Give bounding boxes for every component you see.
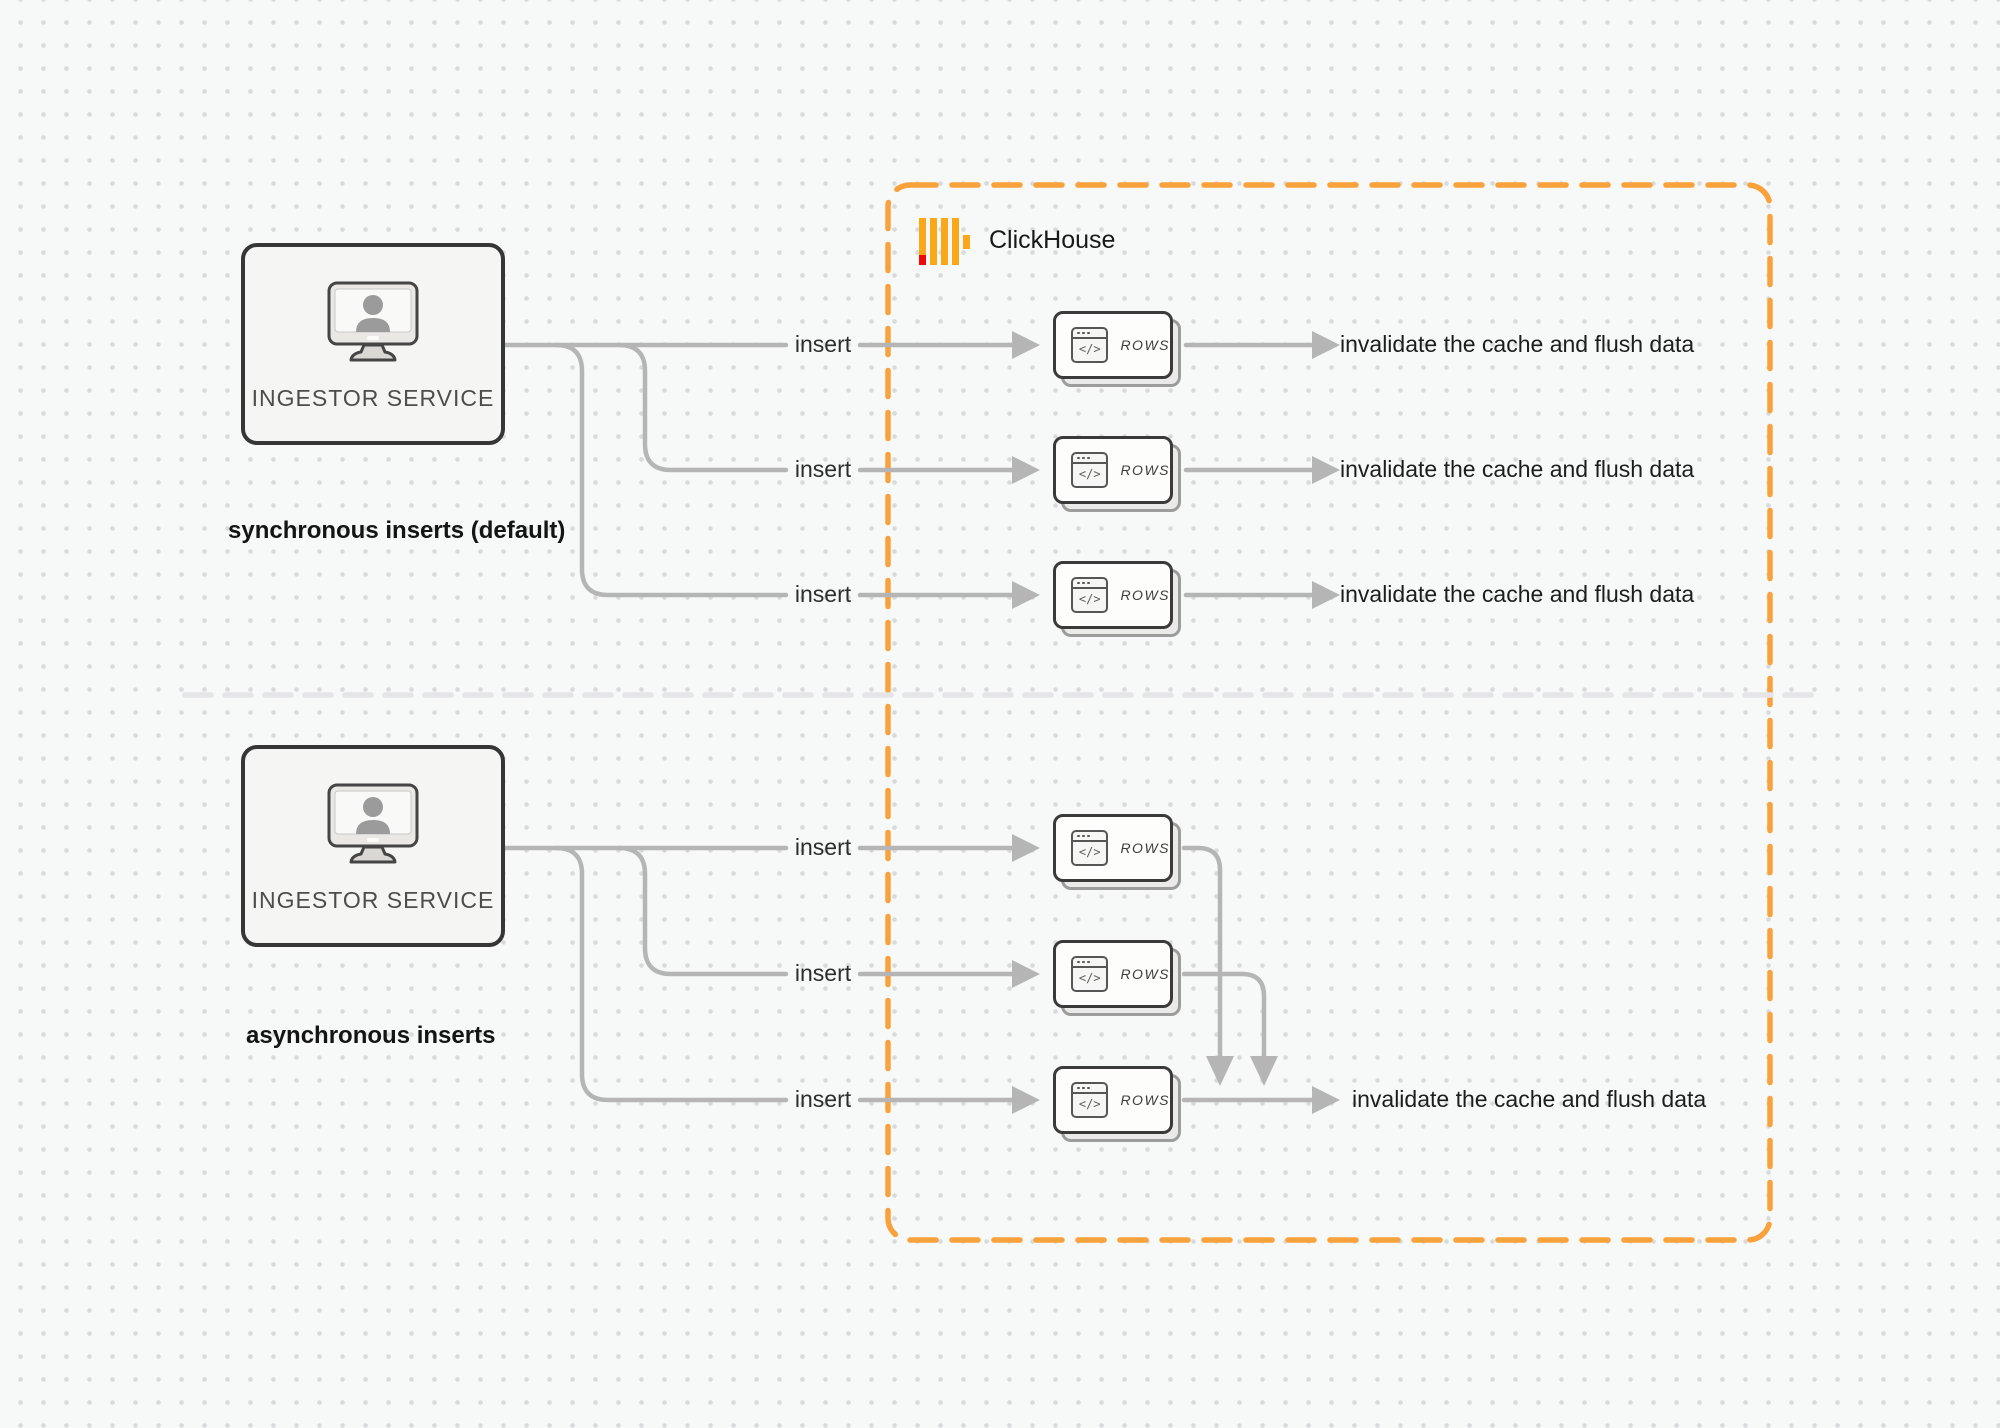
- code-glyph: </>: [1078, 467, 1101, 481]
- code-glyph: </>: [1078, 845, 1101, 859]
- code-glyph: </>: [1078, 342, 1101, 356]
- code-window-icon: </>: [1071, 452, 1109, 488]
- rows-card: </> ROWS: [1053, 311, 1183, 389]
- logo-short-bar: [963, 235, 970, 249]
- async-arrowheads: [1012, 834, 1340, 1114]
- rows-card: </> ROWS: [1053, 814, 1183, 892]
- rows-label: ROWS: [1120, 1092, 1170, 1108]
- rows-label: ROWS: [1120, 966, 1170, 982]
- code-window-icon: </>: [1071, 956, 1109, 992]
- insert-label: insert: [794, 834, 852, 860]
- logo-bar: [919, 218, 926, 265]
- rows-label: ROWS: [1120, 462, 1170, 478]
- code-glyph: </>: [1078, 1097, 1101, 1111]
- rows-label: ROWS: [1120, 840, 1170, 856]
- rows-card-front: </> ROWS: [1053, 1066, 1173, 1134]
- code-window-icon: </>: [1071, 830, 1109, 866]
- rows-card-front: </> ROWS: [1053, 814, 1173, 882]
- result-label: invalidate the cache and flush data: [1340, 456, 1695, 482]
- logo-bar: [941, 218, 948, 265]
- rows-card: </> ROWS: [1053, 1066, 1183, 1144]
- rows-card-front: </> ROWS: [1053, 561, 1173, 629]
- code-window-icon: </>: [1071, 1082, 1109, 1118]
- result-label: invalidate the cache and flush data: [1352, 1086, 1707, 1112]
- ingestor-service-label: INGESTOR SERVICE: [251, 385, 495, 411]
- insert-label: insert: [794, 581, 852, 607]
- clickhouse-logo-icon: [919, 218, 971, 265]
- code-glyph: </>: [1078, 592, 1101, 606]
- code-glyph: </>: [1078, 971, 1101, 985]
- insert-label: insert: [794, 960, 852, 986]
- rows-card: </> ROWS: [1053, 940, 1183, 1018]
- rows-label: ROWS: [1120, 587, 1170, 603]
- rows-label: ROWS: [1120, 337, 1170, 353]
- insert-label: insert: [794, 331, 852, 357]
- ingestor-service-label: INGESTOR SERVICE: [251, 887, 495, 913]
- ingestor-service-box-async: INGESTOR SERVICE: [241, 745, 505, 947]
- sync-arrowheads: [1012, 331, 1340, 609]
- rows-card-front: </> ROWS: [1053, 940, 1173, 1008]
- rows-card: </> ROWS: [1053, 561, 1183, 639]
- result-label: invalidate the cache and flush data: [1340, 581, 1695, 607]
- rows-card: </> ROWS: [1053, 436, 1183, 514]
- logo-bar: [930, 218, 937, 265]
- monitor-user-icon: [327, 281, 419, 365]
- async-caption: asynchronous inserts: [246, 1022, 496, 1049]
- monitor-user-icon: [327, 783, 419, 867]
- rows-card-front: </> ROWS: [1053, 311, 1173, 379]
- insert-label: insert: [794, 456, 852, 482]
- sync-caption: synchronous inserts (default): [228, 517, 566, 544]
- code-window-icon: </>: [1071, 327, 1109, 363]
- ingestor-service-box-sync: INGESTOR SERVICE: [241, 243, 505, 445]
- logo-red-square: [919, 255, 926, 265]
- code-window-icon: </>: [1071, 577, 1109, 613]
- rows-card-front: </> ROWS: [1053, 436, 1173, 504]
- clickhouse-title: ClickHouse: [989, 226, 1116, 254]
- sync-connectors: [502, 342, 1315, 598]
- insert-label: insert: [794, 1086, 852, 1112]
- async-connectors: [502, 845, 1315, 1103]
- result-label: invalidate the cache and flush data: [1340, 331, 1695, 357]
- logo-bar: [952, 218, 959, 265]
- clickhouse-dashed-border: [885, 182, 1773, 1243]
